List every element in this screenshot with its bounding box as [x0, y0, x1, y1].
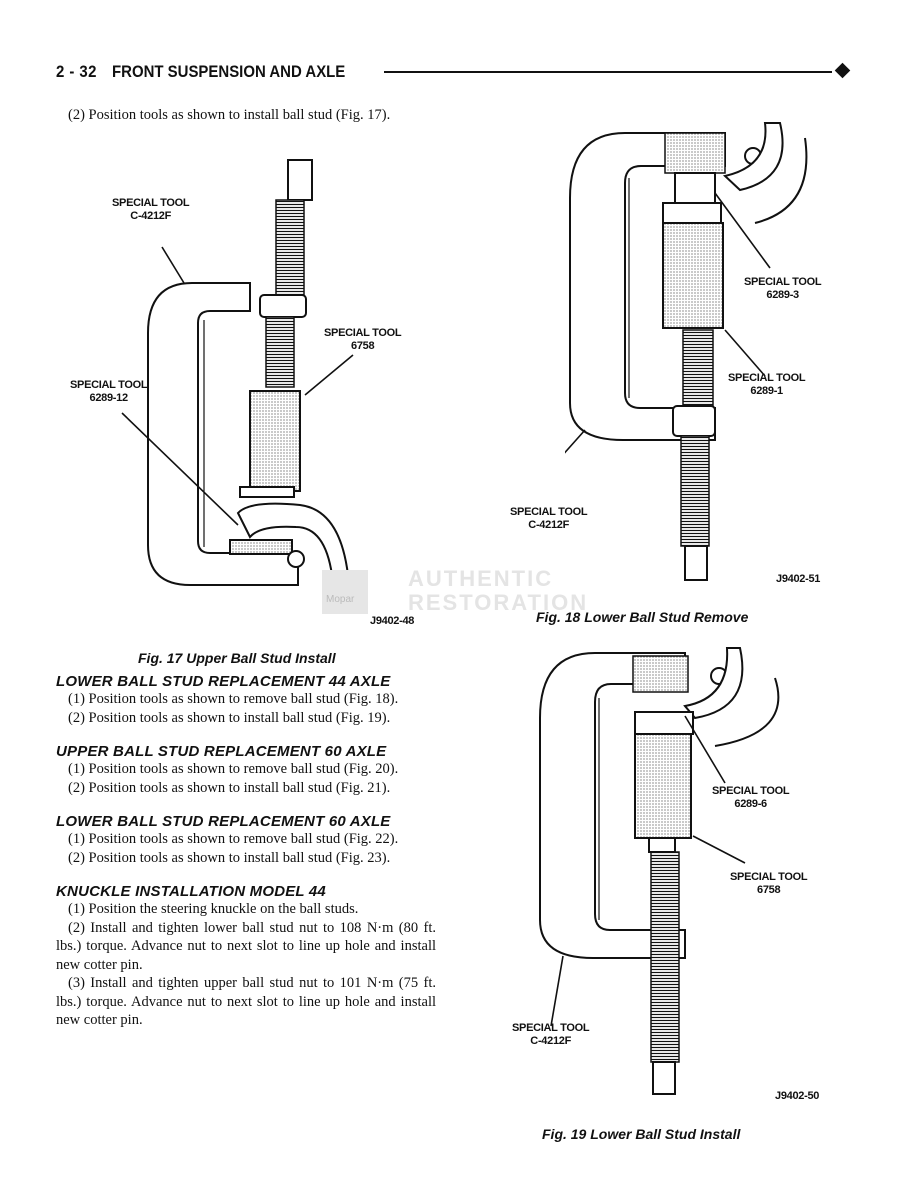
section-heading: KNUCKLE INSTALLATION MODEL 44 [56, 883, 326, 900]
section-step: (2) Position tools as shown to install b… [68, 849, 391, 866]
section-step: (2) Install and tighten lower ball stud … [56, 919, 436, 973]
watermark: Mopar AUTHENTIC RESTORATION [322, 566, 592, 626]
section-heading: UPPER BALL STUD REPLACEMENT 60 AXLE [56, 743, 387, 760]
section-heading: LOWER BALL STUD REPLACEMENT 44 AXLE [56, 673, 391, 690]
fig17-illustration [121, 159, 354, 586]
watermark-line2: RESTORATION [408, 590, 589, 615]
left-column-sections: LOWER BALL STUD REPLACEMENT 44 AXLE (1) … [56, 673, 436, 1030]
section-step: (2) Position tools as shown to install b… [68, 709, 391, 726]
fig19-id: J9402-50 [775, 1090, 820, 1102]
watermark-brand: Mopar [326, 594, 355, 605]
fig18-caption: Fig. 18 Lower Ball Stud Remove [536, 609, 749, 625]
fig18-id: J9402-51 [776, 573, 821, 585]
intro-paragraph: (2) Position tools as shown to install b… [56, 106, 436, 125]
fig17-caption: Fig. 17 Upper Ball Stud Install [138, 650, 336, 666]
diamond-icon [834, 62, 851, 79]
section-step: (3) Install and tighten upper ball stud … [56, 975, 436, 1028]
fig18-illustration [565, 122, 808, 581]
section-step: (1) Position tools as shown to remove ba… [68, 831, 399, 847]
section-step: (2) Position tools as shown to install b… [68, 779, 391, 796]
watermark-line1: AUTHENTIC [408, 566, 554, 591]
header-rule [384, 71, 832, 73]
section-step: (1) Position the steering knuckle on the… [68, 901, 359, 917]
fig19-illustration [539, 647, 780, 1095]
section-step: (1) Position tools as shown to remove ba… [68, 761, 399, 777]
section-step: (1) Position tools as shown to remove ba… [68, 691, 399, 707]
page-header: 2 - 32 FRONT SUSPENSION AND AXLE [56, 58, 851, 86]
watermark-logo [322, 570, 368, 614]
intro-step: (2) Position tools as shown to install b… [68, 107, 391, 123]
fig17-id: J9402-48 [370, 615, 415, 627]
section-heading: LOWER BALL STUD REPLACEMENT 60 AXLE [56, 813, 391, 830]
section-title: FRONT SUSPENSION AND AXLE [112, 62, 346, 81]
fig19-caption: Fig. 19 Lower Ball Stud Install [542, 1126, 741, 1142]
page-number: 2 - 32 [56, 62, 97, 81]
